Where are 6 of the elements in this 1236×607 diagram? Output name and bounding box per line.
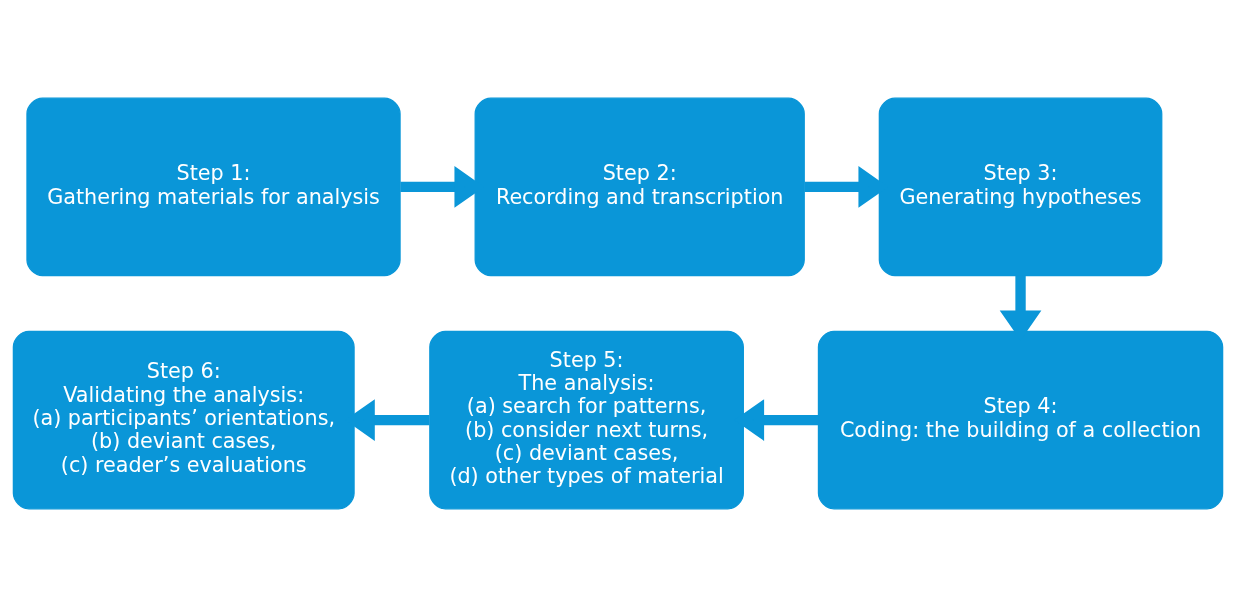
node-box: Step 3: Generating hypotheses xyxy=(878,97,1163,277)
node-box: Step 5: The analysis: (a) search for patterns, (b) consider next turns, (c) deviant cases, (d) other types of material xyxy=(429,330,744,510)
node-box: Step 6: Validating the analysis: (a) participants’ orientations, (b) deviant cases, (c) reader’s evaluations xyxy=(12,330,355,510)
node-box: Step 2: Recording and transcription xyxy=(474,97,805,277)
node-box: Step 1: Gathering materials for analysis xyxy=(26,97,401,277)
node-box: Step 4: Coding: the building of a collection xyxy=(817,330,1224,510)
